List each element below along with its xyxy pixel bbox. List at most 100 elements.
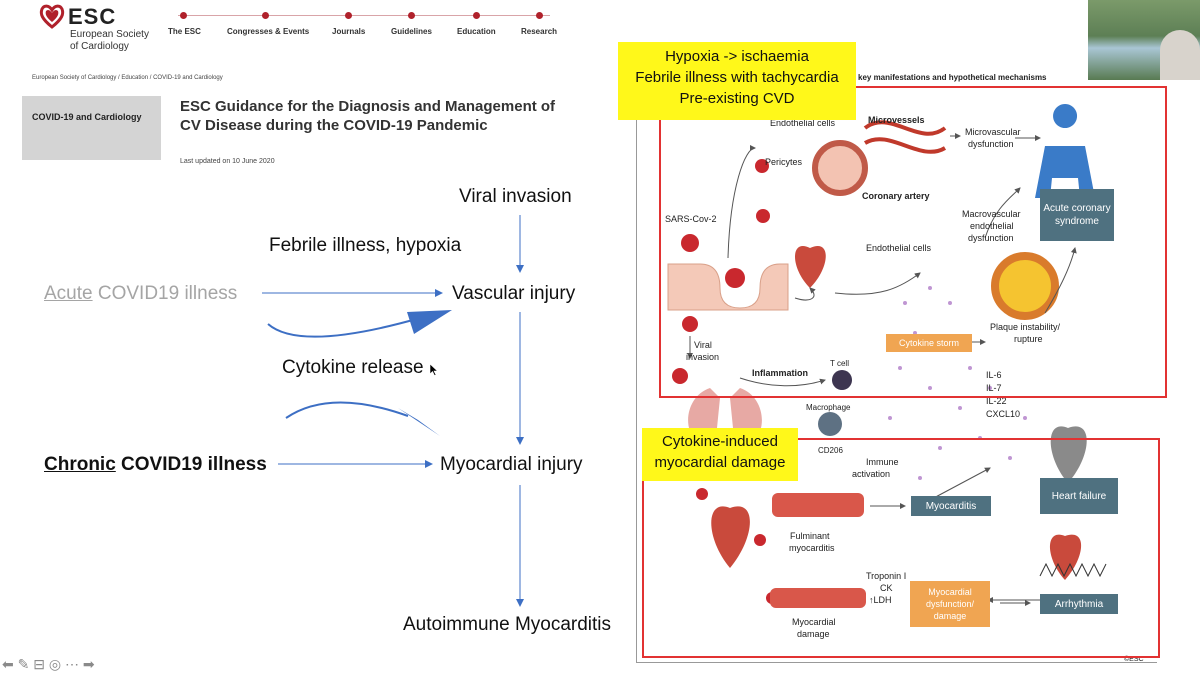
- pathway-illustration: [667, 104, 1107, 608]
- label-fulminant-2: myocarditis: [789, 543, 835, 553]
- label-plaque-2: rupture: [1014, 334, 1043, 344]
- webcam-thumbnail[interactable]: [1088, 0, 1200, 80]
- label-fulminant-1: Fulminant: [790, 531, 830, 541]
- nav-item-the-esc[interactable]: The ESC: [168, 27, 201, 36]
- macrophage-icon: [818, 412, 842, 436]
- flow-chronic-underlined: Chronic: [44, 454, 116, 475]
- webcam-person: [1160, 30, 1200, 80]
- box-heart-failure: Heart failure: [1040, 478, 1118, 514]
- flow-febrile-illness: Febrile illness, hypoxia: [269, 235, 462, 256]
- last-updated: Last updated on 10 June 2020: [180, 158, 275, 165]
- label-microvessels: Microvessels: [868, 115, 925, 125]
- label-il7: IL-7: [986, 383, 1002, 393]
- label-macrovascular-2: endothelial: [970, 221, 1014, 231]
- esc-org-line1: European Society: [70, 29, 149, 40]
- label-sars-cov-2: SARS-Cov-2: [665, 214, 717, 224]
- esc-heart-logo-icon[interactable]: [38, 2, 66, 30]
- red-frame-lower: [642, 438, 1160, 658]
- label-microvascular: Microvascular: [965, 127, 1021, 137]
- nav-dot-icon: [473, 12, 480, 19]
- label-t-cell: T cell: [830, 359, 849, 368]
- presentation-toolbar: ⬅ ✎ ⊟ ◎ ⋯ ➡: [2, 656, 95, 674]
- flow-acute-covid: Acute COVID19 illness: [44, 283, 237, 305]
- pen-icon[interactable]: ✎: [17, 656, 30, 672]
- nav-dot-icon: [536, 12, 543, 19]
- label-myo-damage-2: damage: [797, 629, 830, 639]
- figure-outline: [636, 84, 1157, 663]
- label-endothelial-cells: Endothelial cells: [770, 118, 836, 128]
- callout-hypoxia-line1: Hypoxia -> ischaemia: [665, 48, 809, 65]
- next-slide-icon[interactable]: ➡: [82, 656, 95, 672]
- label-ldh-text: LDH: [873, 595, 892, 605]
- nav-item-congresses[interactable]: Congresses & Events: [227, 27, 310, 36]
- nav-dot-icon: [345, 12, 352, 19]
- nav-dot-icon: [262, 12, 269, 19]
- flow-arrows: [262, 215, 524, 607]
- flow-autoimmune-myocarditis: Autoimmune Myocarditis: [403, 614, 612, 635]
- label-il6: IL-6: [986, 370, 1002, 380]
- plaque-ring: [991, 252, 1059, 320]
- flow-acute-underlined: Acute: [44, 283, 93, 304]
- coronary-artery-ring: [812, 140, 868, 196]
- label-coronary-artery: Coronary artery: [862, 191, 930, 201]
- nav-item-journals[interactable]: Journals: [332, 27, 366, 36]
- box-myocardial-dysfunction: Myocardial dysfunction/ damage: [910, 581, 990, 627]
- callout-hypoxia: Hypoxia -> ischaemia Febrile illness wit…: [618, 42, 856, 120]
- label-macrovascular-3: dysfunction: [968, 233, 1014, 243]
- esc-logo-text[interactable]: ESC: [68, 4, 117, 29]
- label-immune-2: activation: [852, 469, 891, 479]
- curved-arrow-lower: [285, 401, 409, 419]
- callout-cytokine-damage: Cytokine-induced myocardial damage: [642, 428, 798, 481]
- curved-arrow-lower-head: [398, 408, 440, 436]
- muscle-fibre-damage: [770, 588, 866, 608]
- sidebar-box-label: COVID-19 and Cardiology: [32, 112, 142, 122]
- callout-cytokine-line2: myocardial damage: [654, 454, 786, 471]
- mouse-cursor-icon: [430, 364, 438, 376]
- curved-arrow-upper-head: [407, 310, 452, 334]
- muscle-fibre-fulminant: [772, 493, 864, 517]
- callout-hypoxia-line2: Febrile illness with tachycardia: [635, 69, 839, 86]
- label-macrophage: Macrophage: [806, 403, 851, 412]
- box-acute-coronary-syndrome: Acute coronary syndrome: [1040, 189, 1114, 241]
- flow-chronic-covid: Chronic COVID19 illness: [44, 454, 267, 476]
- more-options-icon[interactable]: ⋯: [64, 656, 79, 672]
- label-endothelial-cells-2: Endothelial cells: [866, 243, 932, 253]
- curved-arrow-upper: [267, 317, 421, 338]
- nav-dot-icon: [180, 12, 187, 19]
- label-immune-1: Immune: [866, 457, 899, 467]
- esc-org-line2: of Cardiology: [70, 41, 129, 52]
- human-figure-icon: [1035, 104, 1095, 198]
- ecg-trace: [1039, 562, 1107, 578]
- label-copyright: ©ESC: [1124, 656, 1144, 663]
- callout-cytokine-line1: Cytokine-induced: [662, 433, 778, 450]
- previous-slide-icon[interactable]: ⬅: [2, 656, 14, 672]
- callout-hypoxia-line3: Pre-existing CVD: [679, 90, 795, 107]
- figure-header-fragment: key manifestations and hypothetical mech…: [858, 73, 1047, 82]
- label-ck: CK: [880, 583, 893, 593]
- label-pericytes: Pericytes: [765, 157, 803, 167]
- label-cd206: CD206: [818, 446, 843, 455]
- nav-divider: [178, 15, 550, 16]
- nav-item-research[interactable]: Research: [521, 27, 558, 36]
- box-cytokine-storm: Cytokine storm: [886, 334, 972, 352]
- label-plaque-1: Plaque instability/: [990, 322, 1061, 332]
- label-myo-damage-1: Myocardial: [792, 617, 836, 627]
- flow-chronic-rest: COVID19 illness: [115, 454, 267, 475]
- label-viral: Viral: [694, 340, 712, 350]
- box-arrhythmia: Arrhythmia: [1040, 594, 1118, 614]
- label-il22: IL-22: [986, 396, 1007, 406]
- red-frame-upper: [659, 86, 1167, 398]
- label-invasion: invasion: [686, 352, 720, 362]
- label-microvascular-dysfunction: dysfunction: [968, 139, 1014, 149]
- breadcrumb[interactable]: European Society of Cardiology / Educati…: [32, 75, 223, 81]
- sidebar-box[interactable]: [22, 96, 161, 160]
- flow-cytokine-release: Cytokine release: [282, 357, 424, 378]
- label-cxcl10: CXCL10: [986, 409, 1021, 419]
- zoom-icon[interactable]: ◎: [48, 656, 62, 672]
- t-cell-icon: [832, 370, 852, 390]
- slides-overview-icon[interactable]: ⊟: [33, 656, 45, 672]
- nav-item-education[interactable]: Education: [457, 27, 496, 36]
- page-title: ESC Guidance for the Diagnosis and Manag…: [180, 98, 556, 134]
- label-troponin: Troponin I: [866, 571, 907, 581]
- nav-item-guidelines[interactable]: Guidelines: [391, 27, 432, 36]
